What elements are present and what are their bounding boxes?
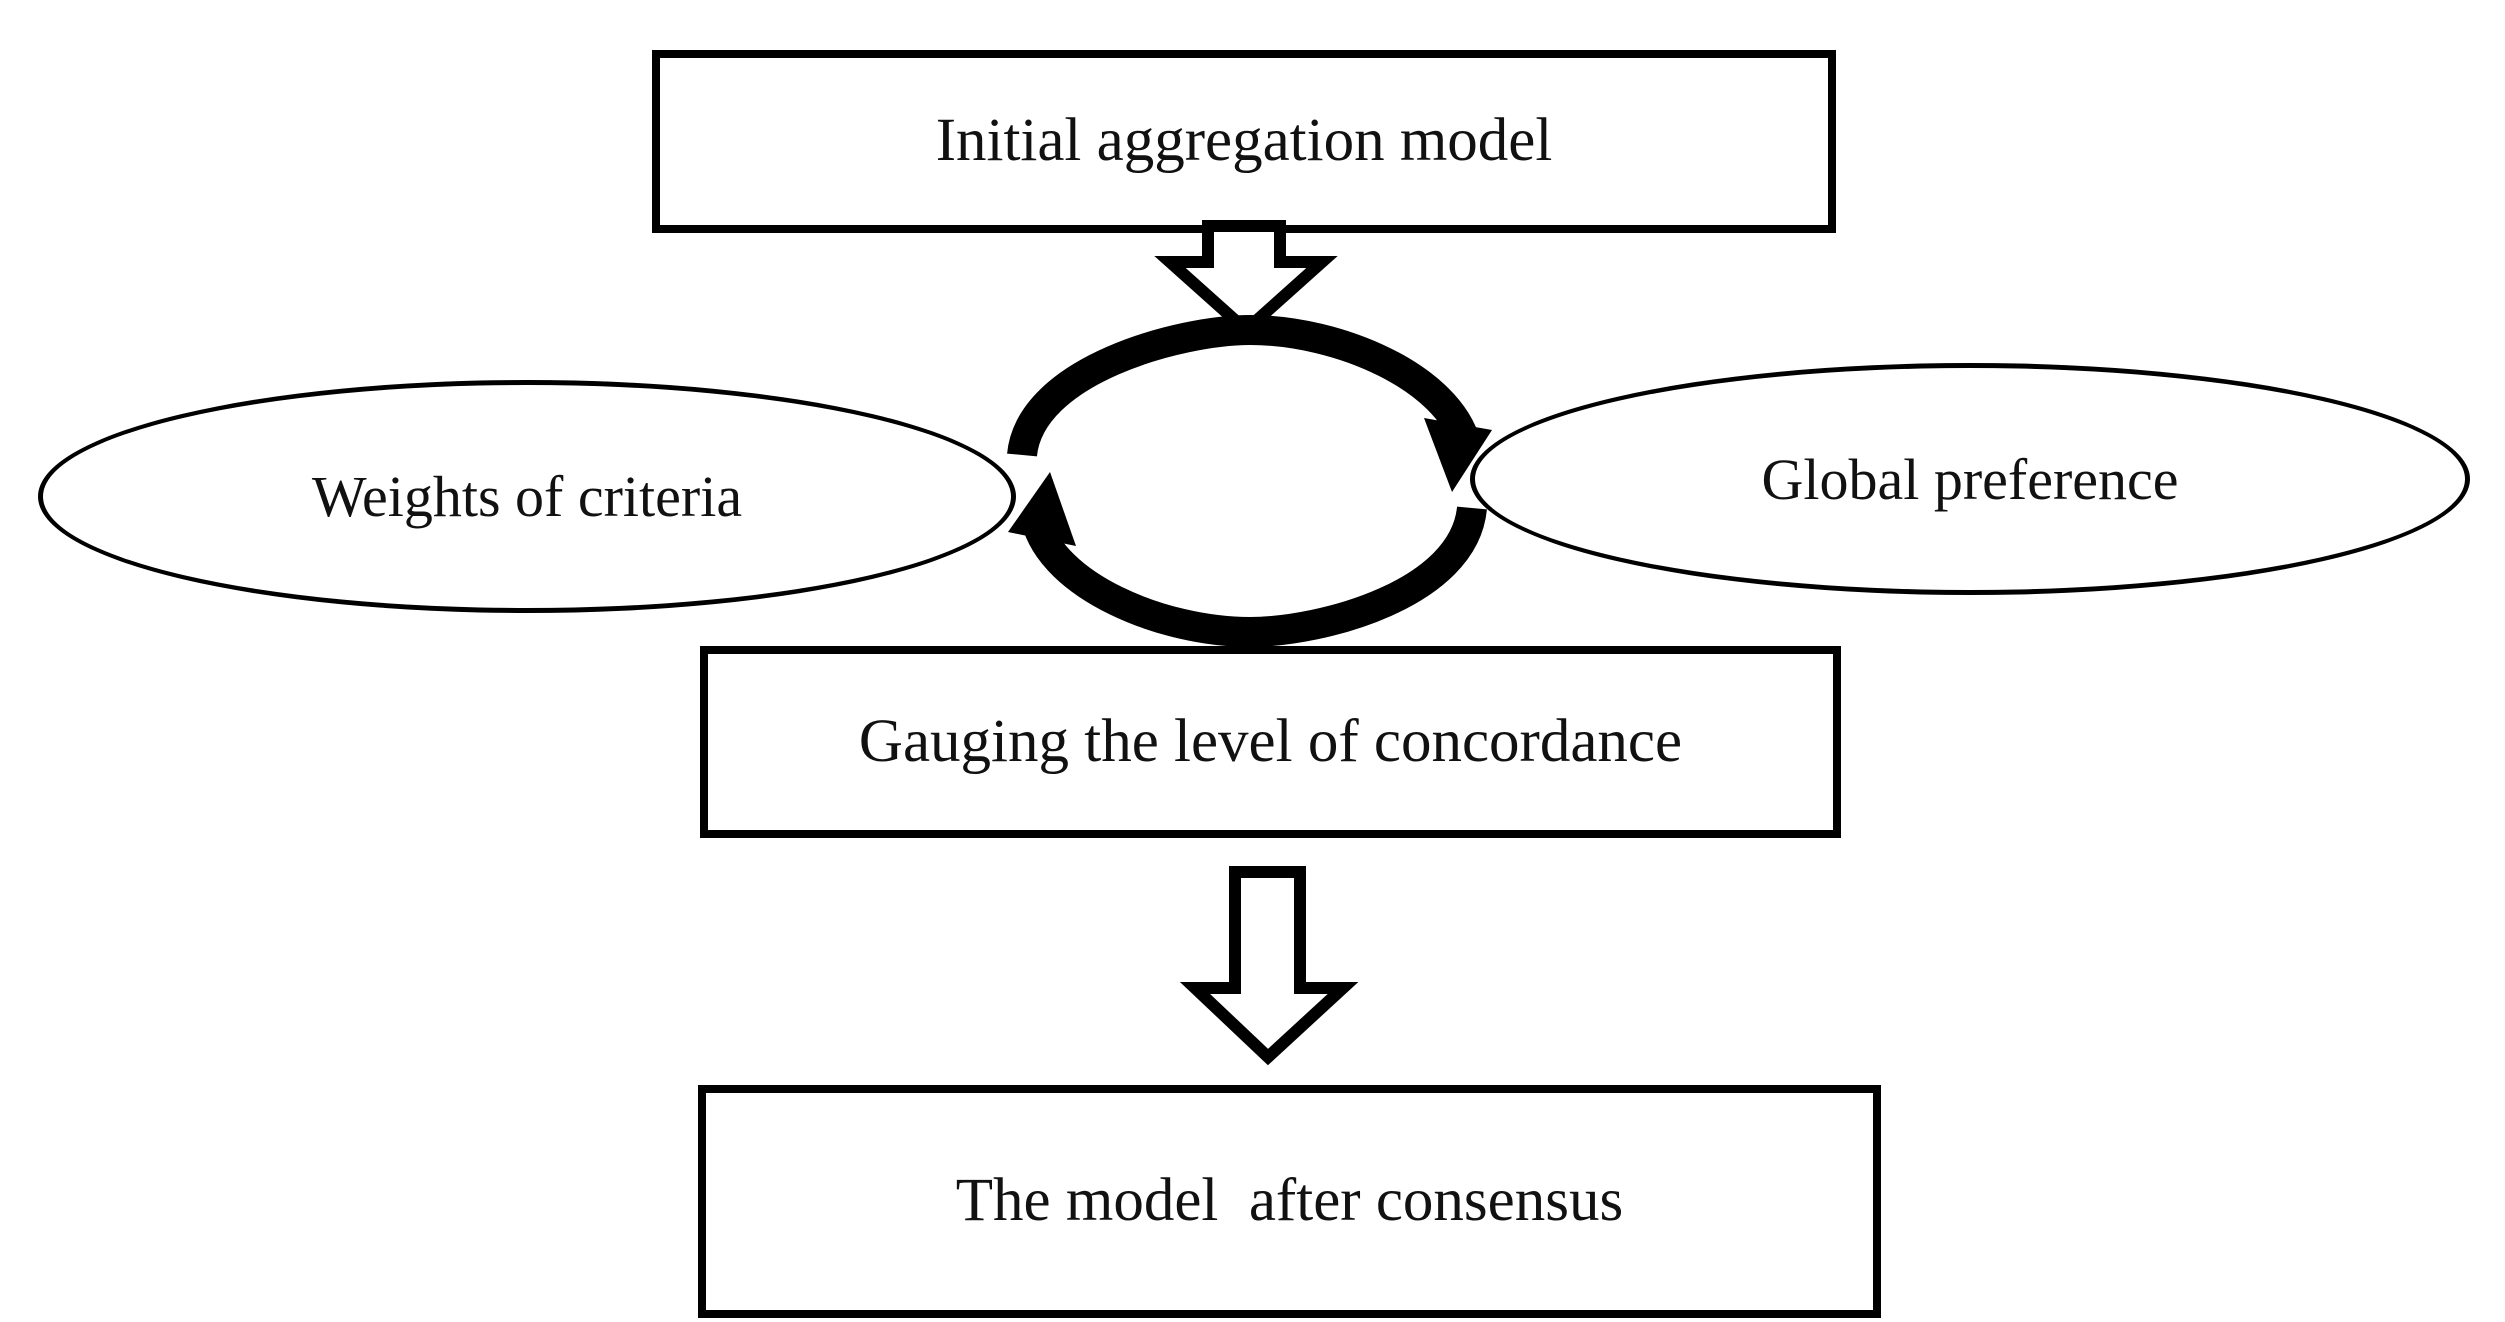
arrow-initial-model-to-pair-icon bbox=[1154, 220, 1338, 339]
node-gauging-level-of-concordance-label: Gauging the level of concordance bbox=[858, 707, 1683, 775]
node-model-after-consensus-label: The model after consensus bbox=[955, 1167, 1624, 1235]
arrow-gauging-to-final-model-icon bbox=[1179, 866, 1359, 1066]
node-gauging-level-of-concordance[interactable]: Gauging the level of concordance bbox=[700, 646, 1841, 838]
node-weights-of-criteria[interactable]: Weights of criteria bbox=[38, 380, 1016, 613]
node-initial-aggregation-model-label: Initial aggregation model bbox=[935, 107, 1553, 175]
node-global-preference-label: Global preference bbox=[1761, 446, 2179, 512]
arrow-weights-global-cycle-icon bbox=[1007, 314, 1492, 648]
node-global-preference[interactable]: Global preference bbox=[1470, 363, 2470, 595]
node-weights-of-criteria-label: Weights of criteria bbox=[311, 464, 743, 529]
node-model-after-consensus[interactable]: The model after consensus bbox=[698, 1085, 1881, 1318]
node-initial-aggregation-model[interactable]: Initial aggregation model bbox=[652, 50, 1836, 233]
